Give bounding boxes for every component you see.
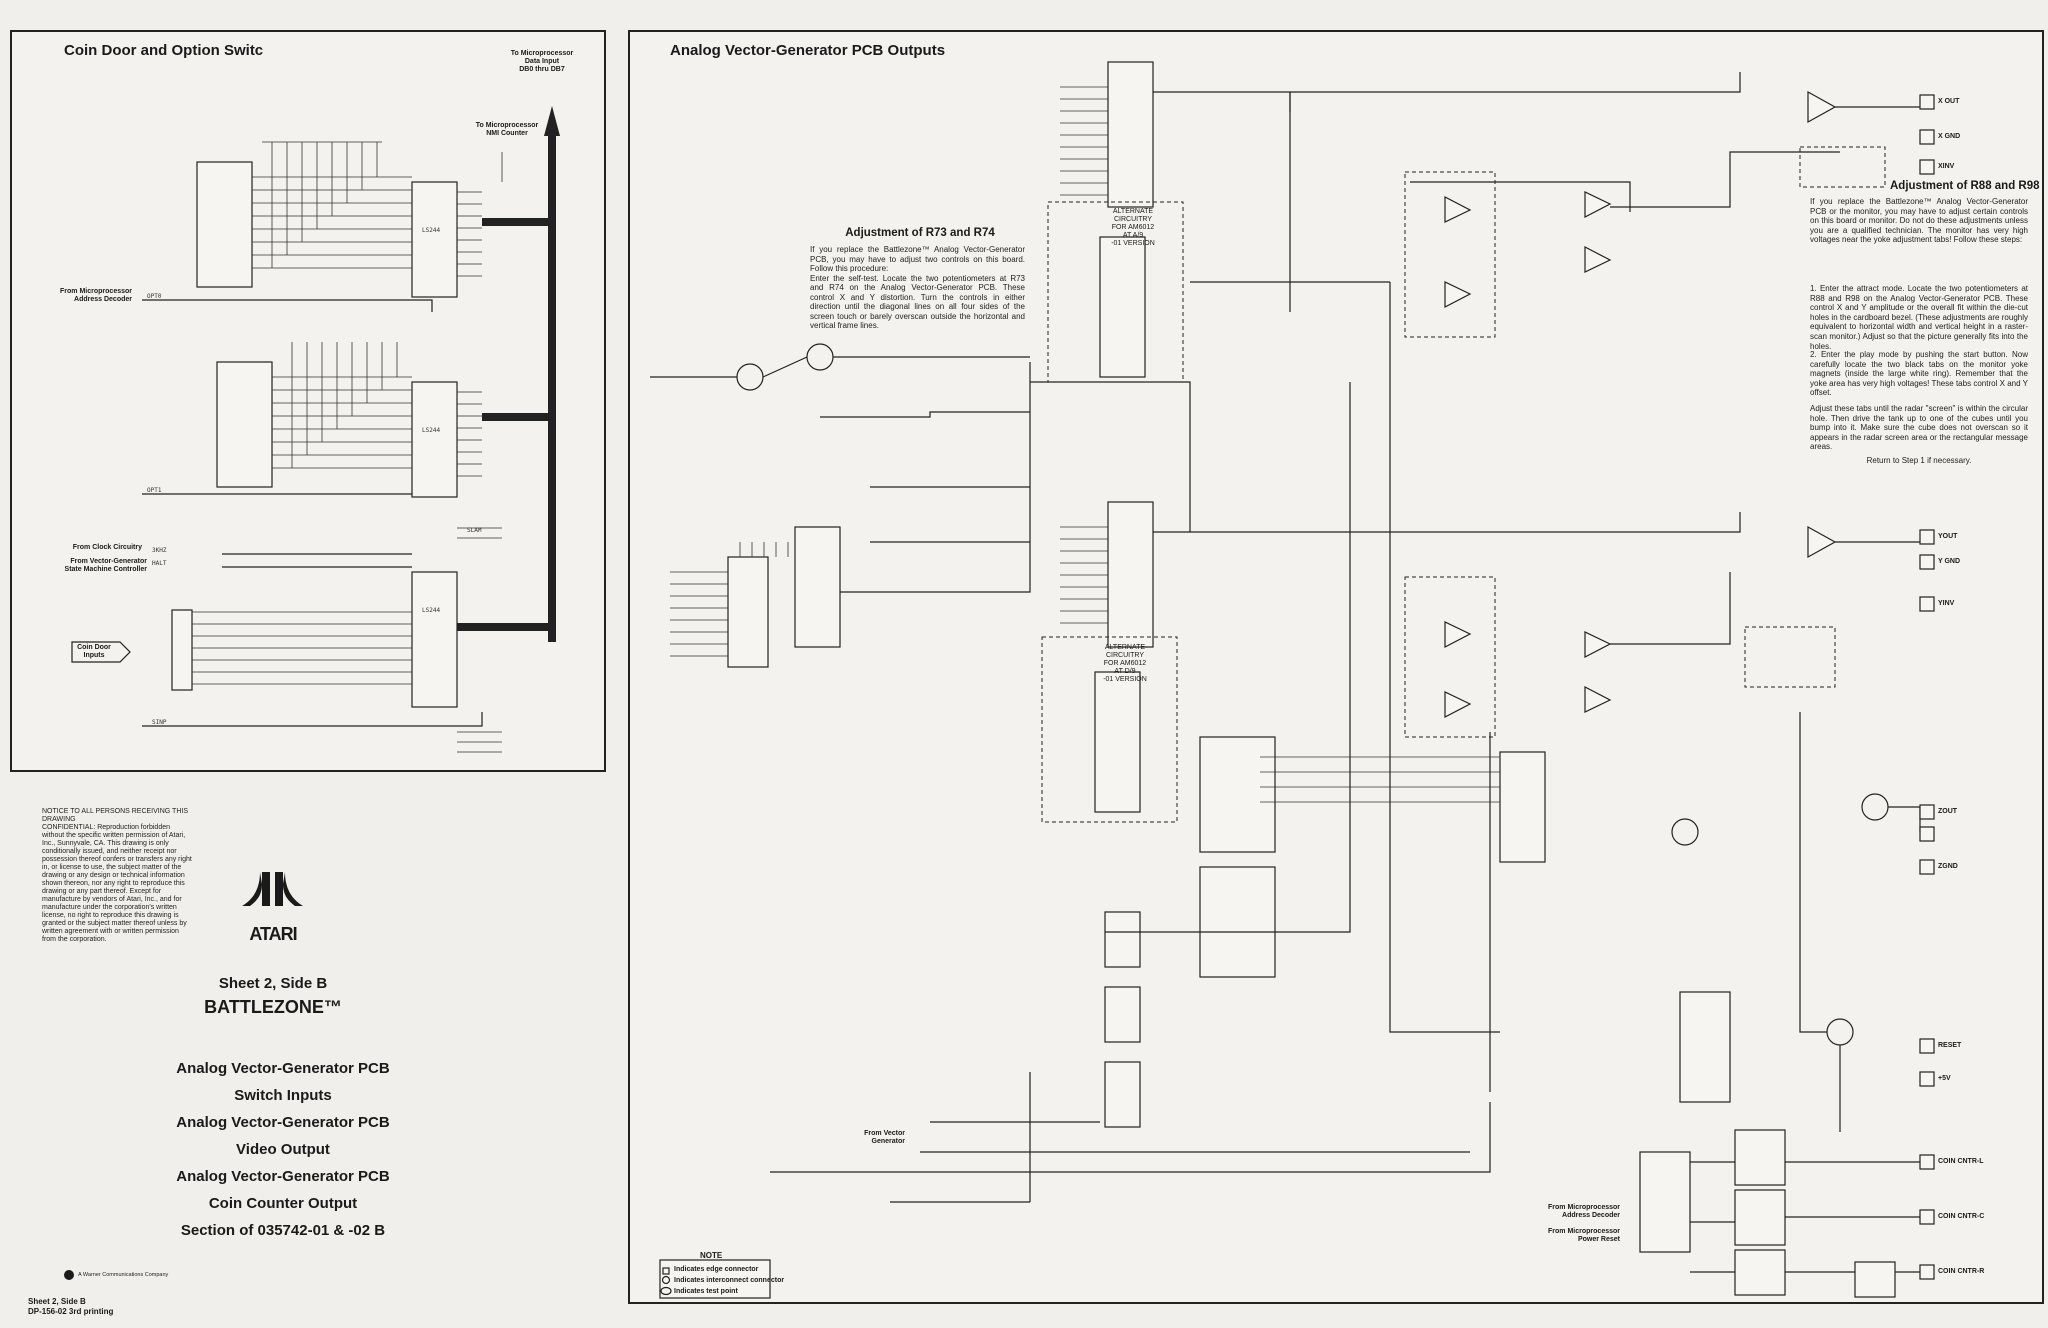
signal-3khz: 3KHZ (152, 547, 167, 554)
note-edge-connector: Indicates edge connector (674, 1266, 759, 1273)
from-state-machine-label: From Vector-Generator State Machine Cont… (64, 558, 147, 573)
section-line-6: Coin Counter Output (208, 1195, 358, 1212)
chip-label-3: LS244 (422, 607, 440, 614)
coin-door-inputs-label: Coin Door Inputs (77, 644, 111, 659)
from-address-decoder-label: From Microprocessor Address Decoder (60, 288, 132, 303)
video-output-panel: Analog Vector-Generator PCB Outputs (628, 30, 2044, 1304)
section-line-4: Video Output (236, 1141, 330, 1158)
sheet-label: Sheet 2, Side B (218, 975, 328, 992)
section-line-3: Analog Vector-Generator PCB (176, 1114, 390, 1131)
confidential-notice: NOTICE TO ALL PERSONS RECEIVING THIS DRA… (42, 808, 192, 943)
section-line-7: Section of 035742-01 & -02 B (180, 1222, 386, 1239)
chip-label-2: LS244 (422, 427, 440, 434)
section-line-5: Analog Vector-Generator PCB (176, 1168, 390, 1185)
signal-slam: SLAM (467, 527, 482, 534)
panel-title: Coin Door and Option Switc (64, 42, 264, 59)
output-xinv: XINV (1938, 163, 1955, 170)
adjust-r73-body: If you replace the Battlezone™ Analog Ve… (810, 245, 1025, 330)
output-coin-cntr-l: COIN CNTR-L (1938, 1158, 1984, 1165)
video-output-schematic (650, 61, 1935, 1299)
game-title: BATTLEZONE™ (204, 997, 342, 1017)
signal-opt0: OPT0 (147, 293, 162, 300)
output-reset: RESET (1938, 1042, 1962, 1049)
section-line-1: Analog Vector-Generator PCB (176, 1060, 390, 1077)
adjust-r88-step2c: Return to Step 1 if necessary. (1866, 456, 1972, 465)
footer-print: DP-156-02 3rd printing (28, 1307, 114, 1316)
warner-logo-icon (64, 1270, 74, 1280)
chip-label-1: LS244 (422, 227, 440, 234)
adjust-r88-intro: If you replace the Battlezone™ Analog Ve… (1810, 197, 2028, 245)
signal-sinp: SINP (152, 719, 167, 726)
signal-opt1: OPT1 (147, 487, 162, 494)
section-line-2: Switch Inputs (234, 1087, 332, 1104)
adjust-r73-heading: Adjustment of R73 and R74 (845, 227, 995, 239)
switch-inputs-schematic: LS244 LS244 LS244 OPT0 OPT1 3KHZ HALT SI… (71, 106, 560, 753)
output-coin-cntr-r: COIN CNTR-R (1938, 1268, 1985, 1275)
note-test-point: Indicates test point (674, 1288, 738, 1295)
from-clock-label: From Clock Circuitry (72, 544, 142, 551)
output-zgnd: ZGND (1938, 863, 1958, 870)
to-microprocessor-nmi-label: To Microprocessor NMI Counter (475, 122, 539, 137)
atari-logo-icon (242, 872, 303, 906)
output-x-out: X OUT (1938, 98, 1960, 105)
warner-text: A Warner Communications Company (78, 1272, 169, 1278)
output-y-gnd: Y GND (1938, 558, 1961, 565)
alternate-circuitry-2: ALTERNATE CIRCUITRY FOR AM6012 AT D/9 -0… (1103, 644, 1147, 683)
output-zout: ZOUT (1938, 808, 1958, 815)
footer-sheet: Sheet 2, Side B (28, 1297, 86, 1306)
note-title: NOTE (700, 1251, 723, 1260)
output-coin-cntr-c: COIN CNTR-C (1938, 1213, 1985, 1220)
adjust-r88-step1: 1. Enter the attract mode. Locate the tw… (1810, 284, 2028, 351)
note-interconnect: Indicates interconnect connector (674, 1277, 785, 1284)
switch-inputs-panel: Coin Door and Option Switc (10, 30, 606, 772)
signal-halt: HALT (152, 560, 167, 567)
adjust-r88-step2b: Adjust these tabs until the radar "scree… (1810, 404, 2028, 452)
from-power-reset-label: From Microprocessor Power Reset (1548, 1228, 1620, 1243)
to-microprocessor-data-label: To Microprocessor Data Input DB0 thru DB… (510, 50, 574, 73)
panel-title: Analog Vector-Generator PCB Outputs (670, 42, 946, 59)
atari-logo-text: ATARI (249, 924, 297, 944)
from-vector-generator-label: From Vector Generator (864, 1130, 905, 1145)
adjust-r88-heading: Adjustment of R88 and R98 (1890, 180, 2040, 192)
alternate-circuitry-1: ALTERNATE CIRCUITRY FOR AM6012 AT A/9 -0… (1111, 208, 1155, 247)
adjust-r88-step2: 2. Enter the play mode by pushing the st… (1810, 350, 2028, 398)
output-yout: YOUT (1938, 533, 1958, 540)
output-x-gnd: X GND (1938, 133, 1961, 140)
output-5v: +5V (1938, 1075, 1951, 1082)
output-yinv: YINV (1938, 600, 1955, 607)
from-address-decoder-label: From Microprocessor Address Decoder (1548, 1204, 1620, 1219)
